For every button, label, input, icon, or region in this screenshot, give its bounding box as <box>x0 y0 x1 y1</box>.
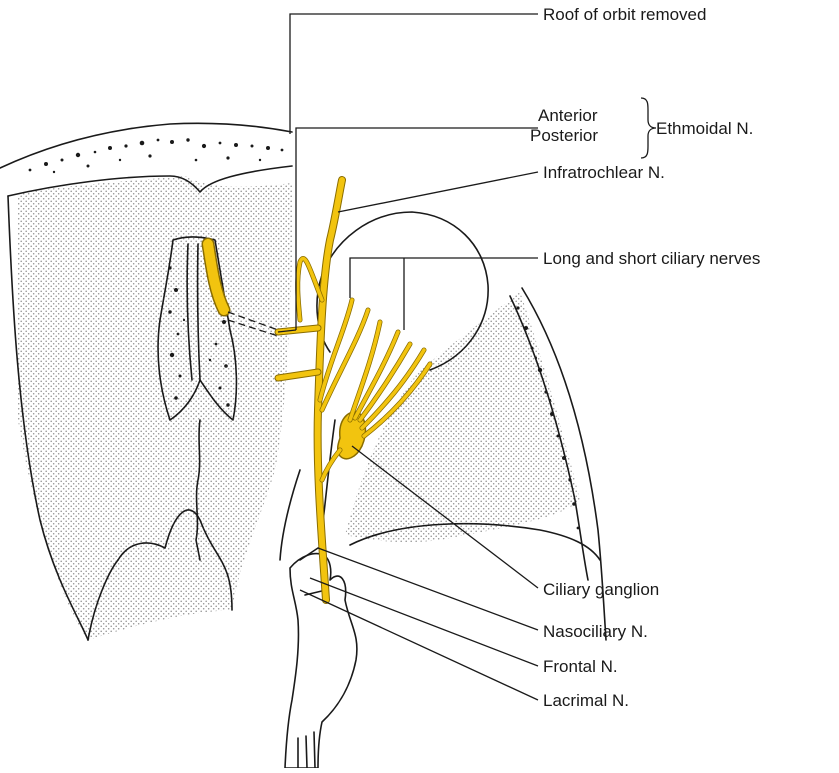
label-frontal: Frontal N. <box>543 657 618 676</box>
leader-roof-of-orbit <box>290 14 538 134</box>
skull-upper-border <box>0 123 292 168</box>
label-lacrimal: Lacrimal N. <box>543 691 629 710</box>
label-ciliary-ganglion: Ciliary ganglion <box>543 580 659 599</box>
label-ethmoidal: Ethmoidal N. <box>656 119 753 138</box>
label-roof-of-orbit: Roof of orbit removed <box>543 5 706 24</box>
label-posterior: Posterior <box>530 126 598 145</box>
leader-lacrimal <box>300 590 538 700</box>
label-infratrochlear: Infratrochlear N. <box>543 163 665 182</box>
medial-orbit-wall <box>280 420 335 560</box>
muscle-stumps <box>285 554 357 768</box>
frontal-bone-stipple <box>18 176 292 640</box>
label-anterior: Anterior <box>538 106 598 125</box>
skull-bone-drawing <box>0 123 606 768</box>
label-nasociliary: Nasociliary N. <box>543 622 648 641</box>
label-ciliary-nerves: Long and short ciliary nerves <box>543 249 760 268</box>
labels: Roof of orbit removed Anterior Posterior… <box>530 5 760 710</box>
leader-frontal <box>310 578 538 666</box>
ethmoidal-brace <box>641 98 656 158</box>
leader-nasociliary <box>318 548 538 630</box>
leader-infratrochlear <box>338 172 538 212</box>
